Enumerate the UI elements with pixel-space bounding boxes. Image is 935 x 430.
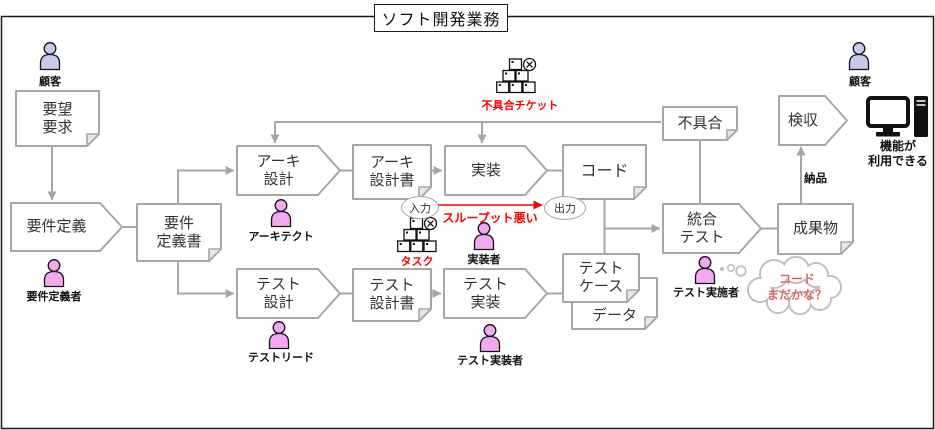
doc-test-design: テスト 設計書 (352, 268, 432, 322)
process-requirements-definition-label: 要件定義 (26, 218, 87, 235)
test-implementer-person-icon (479, 324, 501, 353)
customer-right-label: 顧客 (849, 76, 871, 88)
doc-test-case-label: テスト ケース (578, 260, 624, 295)
doc-test-design-label: テスト 設計書 (369, 277, 415, 312)
edge-defect-feedback-to-archdesign (270, 121, 661, 144)
input-ellipse: 入力 (401, 196, 439, 219)
customer-left-label: 顧客 (39, 76, 61, 88)
edge-reqdoc-to-archdesign (177, 166, 235, 203)
task-stack-icon (397, 216, 438, 253)
implementer-label: 実装者 (467, 254, 501, 266)
diagram-title: ソフト開発業務 (374, 4, 508, 32)
process-integration-test: 統合 テスト (662, 203, 762, 254)
process-acceptance: 検収 (778, 95, 848, 146)
doc-defect-label: 不具合 (677, 114, 723, 132)
requirements-definer-label: 要件定義者 (26, 291, 82, 303)
doc-request-label: 要望 要求 (42, 100, 73, 136)
doc-code: コード (562, 144, 647, 200)
process-test-implementation-label: テスト 実装 (462, 275, 508, 311)
process-test-implementation: テスト 実装 (443, 268, 548, 319)
architect-person-icon (270, 199, 292, 228)
test-executor-label: テスト実施者 (673, 287, 739, 299)
task-label: タスク (400, 256, 434, 268)
defect-ticket-stack-icon (496, 57, 537, 94)
process-integration-test-label: 統合 テスト (679, 210, 725, 246)
customer-right-person-icon (848, 42, 870, 71)
doc-deliverable: 成果物 (777, 203, 854, 255)
test-lead-label: テストリード (248, 352, 314, 364)
doc-test-case: テスト ケース (562, 253, 640, 303)
doc-requirements: 要件 定義書 (136, 203, 222, 262)
test-implementer-label: テスト実装者 (457, 355, 523, 367)
thought-bubble-icon (719, 256, 842, 315)
defect-ticket-label: 不具合チケット (481, 100, 559, 112)
doc-arch-design-label: アーキ 設計書 (369, 154, 415, 189)
customer-left-person-icon (39, 42, 61, 71)
test-lead-person-icon (268, 321, 290, 350)
edge-reqdoc-to-testdesign (177, 262, 235, 298)
process-implementation-label: 実装 (470, 161, 501, 179)
process-acceptance-label: 検収 (787, 111, 818, 129)
implementer-person-icon (473, 222, 495, 251)
test-executor-person-icon (694, 256, 716, 285)
requirements-definer-person-icon (43, 259, 65, 288)
architect-label: アーキテクト (248, 231, 314, 243)
computer-icon (866, 96, 928, 137)
process-test-design: テスト 設計 (236, 268, 341, 319)
doc-arch-design: アーキ 設計書 (352, 144, 432, 200)
doc-code-label: コード (580, 163, 629, 181)
thought-text: コード まだかな？ (766, 272, 827, 302)
throughput-bad-label: スループット悪い (442, 211, 538, 225)
doc-requirements-label: 要件 定義書 (156, 214, 202, 250)
delivery-label: 納品 (804, 173, 827, 185)
process-arch-design: アーキ 設計 (236, 145, 341, 196)
input-label: 入力 (409, 202, 431, 215)
feature-available-label: 機能が 利用できる (868, 139, 928, 168)
output-ellipse: 出力 (544, 196, 586, 220)
process-implementation: 実装 (444, 145, 548, 196)
process-arch-design-label: アーキ 設計 (256, 152, 301, 188)
doc-test-data-label: データ (591, 306, 637, 324)
doc-request: 要望 要求 (15, 90, 100, 147)
doc-defect: 不具合 (662, 106, 738, 141)
process-requirements-definition: 要件定義 (10, 202, 123, 252)
output-label: 出力 (554, 203, 576, 215)
process-test-design-label: テスト 設計 (255, 275, 301, 311)
doc-deliverable-label: 成果物 (792, 220, 838, 237)
